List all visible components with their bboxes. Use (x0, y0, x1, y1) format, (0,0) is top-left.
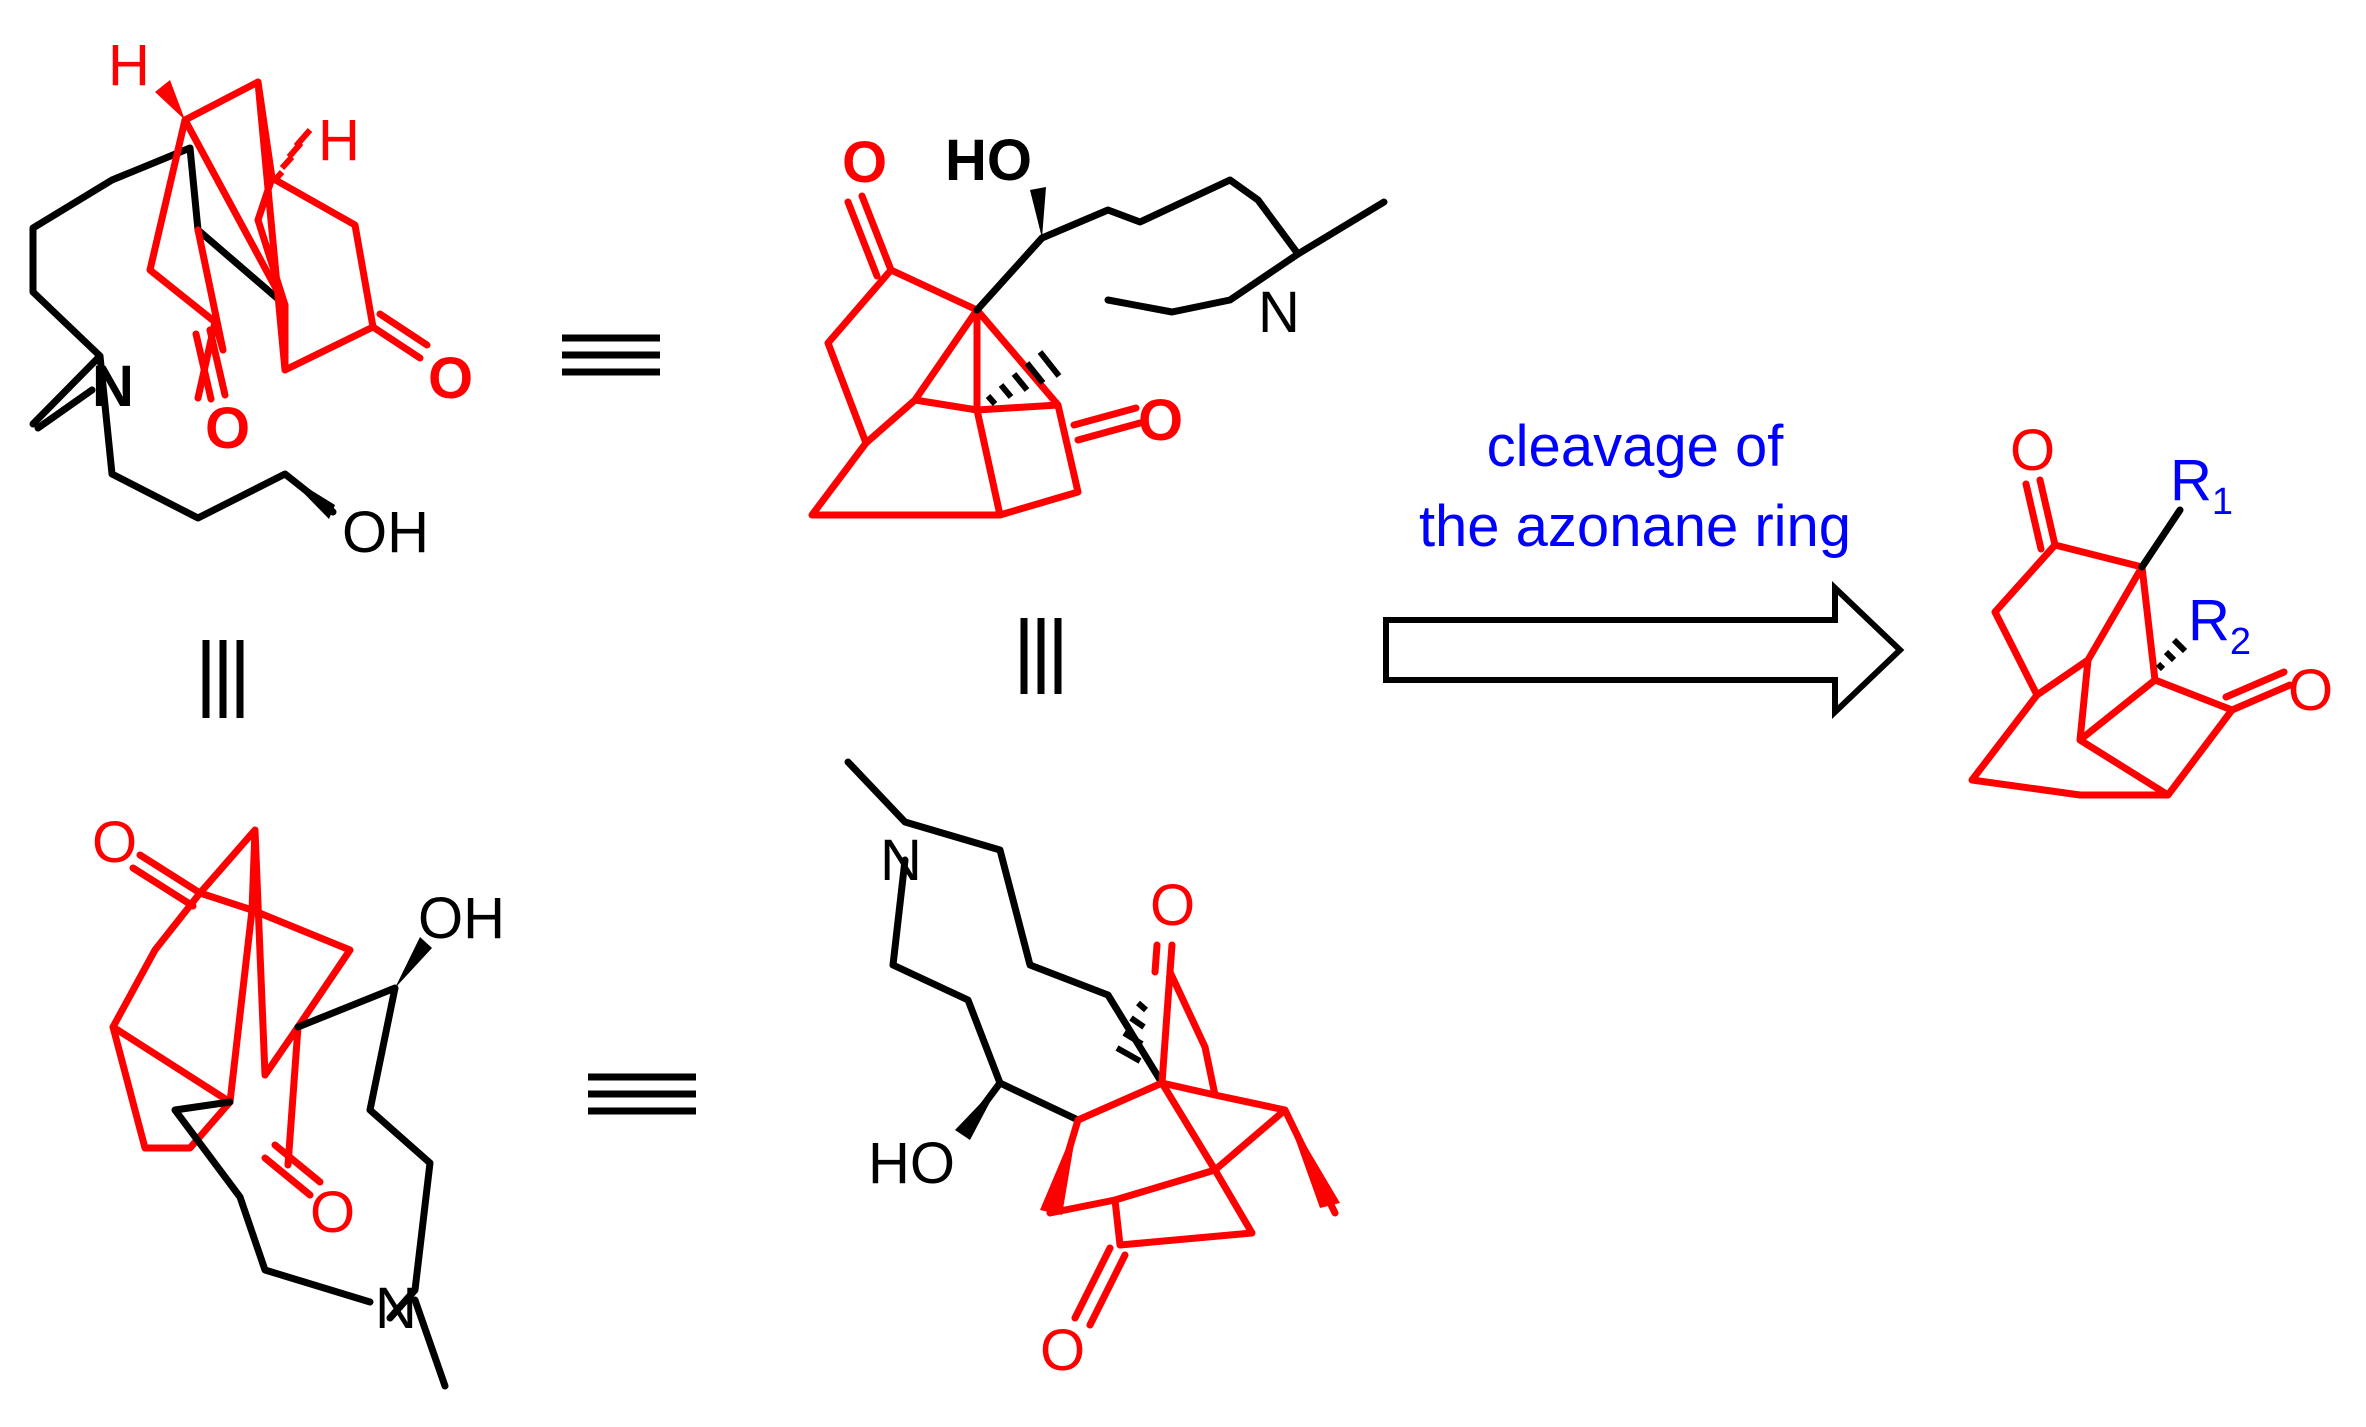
substituent-r1: R1 (2170, 448, 2233, 523)
azonane-chain (844, 758, 1166, 1134)
atom-label-o: O (2010, 418, 2055, 483)
equivalence-symbol (588, 1073, 696, 1115)
atom-label-o: O (92, 810, 137, 875)
atom-label-oh: OH (418, 886, 505, 951)
bicyclic-core (1968, 541, 2236, 799)
structure-bottom-middle: N O O HO (844, 758, 1340, 1383)
ketone-bond-c2 (261, 1141, 324, 1199)
wedge-bond (395, 937, 432, 988)
atom-label-o: O (1040, 1318, 1085, 1383)
ketone-bond-b2 (1070, 404, 1144, 444)
equivalence-symbol (1020, 618, 1062, 694)
atom-label-ho: HO (868, 1131, 955, 1196)
ketone-bond-c1 (129, 851, 204, 910)
azonane-chain (1038, 176, 1388, 316)
ketone-bond-d2 (1071, 1244, 1129, 1329)
atom-label-o: O (205, 396, 250, 461)
product-structure: O O R1 R2 (1968, 418, 2333, 799)
c-c-bond (973, 234, 1046, 314)
reaction-caption-line1: cleavage of (1487, 414, 1785, 479)
ketone-bond-a2 (369, 310, 431, 362)
azonane-chain (171, 984, 449, 1390)
hash-bond (985, 350, 1062, 406)
equivalence-symbol (562, 334, 660, 376)
structure-top-left: H H O O N OH (29, 33, 473, 565)
structure-bottom-left: O O OH N (92, 810, 505, 1390)
atom-label-n: N (880, 828, 922, 893)
reaction-arrow (1383, 580, 1905, 720)
hash-bond (1115, 1000, 1148, 1064)
n-methyl-bond (34, 386, 96, 432)
atom-label-h: H (318, 108, 360, 173)
atom-label-o: O (2288, 658, 2333, 723)
atom-label-o: O (1150, 873, 1195, 938)
wedge-bond (285, 474, 335, 519)
structure-top-middle: O O HO N (808, 128, 1388, 519)
atom-label-ho-bold: HO (945, 128, 1032, 193)
ketone-bond-b1 (844, 192, 895, 280)
atom-label-o: O (1138, 388, 1183, 453)
hash-bond (272, 128, 313, 182)
reaction-caption-line2: the azonane ring (1419, 494, 1851, 559)
bicyclic-core (1046, 968, 1339, 1249)
bicyclic-core (808, 266, 1082, 519)
atom-label-o: O (310, 1180, 355, 1245)
atom-label-o: O (428, 346, 473, 411)
atom-label-n: N (375, 1276, 417, 1341)
substituent-r2: R2 (2188, 588, 2251, 663)
bicyclic-core (109, 826, 354, 1169)
r1-bond (2138, 506, 2184, 571)
ketone-bond-p2 (2222, 668, 2294, 714)
atom-label-oh: OH (342, 500, 429, 565)
equivalence-symbol (202, 640, 244, 718)
atom-label-h: H (108, 33, 150, 98)
ketone-bond-d1 (1151, 941, 1176, 976)
wedge-bond (955, 1083, 1000, 1140)
wedge-bond (1030, 187, 1046, 238)
wedge-bond (155, 80, 185, 120)
ketone-bond-p1 (2022, 476, 2059, 553)
ketone-bond-a1 (192, 326, 229, 403)
bicyclic-core (146, 78, 377, 402)
wedge-bond (1285, 1110, 1340, 1208)
atom-label-o: O (842, 130, 887, 195)
atom-label-n: N (92, 354, 134, 419)
atom-label-n: N (1258, 280, 1300, 345)
hash-bond (2155, 637, 2188, 672)
wedge-bond (1040, 1120, 1078, 1215)
